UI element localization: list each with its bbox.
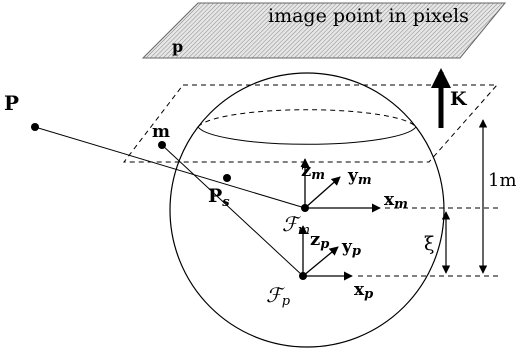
unit-sphere — [169, 72, 445, 348]
label-yp: yp — [341, 237, 361, 259]
image-plane — [141, 2, 507, 59]
point-m — [158, 141, 166, 149]
image-plane-caption: image point in pixels — [268, 5, 469, 27]
label-ym: ym — [347, 166, 372, 188]
label-xm: xm — [384, 190, 408, 212]
point-Ps — [223, 174, 231, 182]
label-xp: xp — [354, 280, 373, 302]
dashed-plane — [122, 84, 499, 163]
label-zp: zp — [310, 229, 329, 252]
ray-P-to-Fm — [34, 126, 306, 209]
point-P — [31, 123, 39, 131]
sphere-latitude-back — [197, 109, 417, 128]
label-p-image: p — [172, 37, 183, 56]
label-Fm: ℱm — [282, 212, 310, 238]
label-K: K — [450, 88, 468, 110]
ray-m-to-Fp — [161, 144, 304, 277]
axis-yp — [302, 246, 339, 277]
label-1m: 1m — [488, 170, 516, 191]
label-zm: zm — [301, 160, 325, 183]
label-xi: ξ — [424, 233, 434, 255]
label-Fp: ℱp — [266, 283, 291, 309]
sphere-latitude-front — [197, 126, 417, 145]
label-P: P — [4, 91, 19, 115]
axis-ym — [304, 176, 341, 209]
label-m: m — [152, 122, 170, 142]
label-Ps: Ps — [208, 185, 230, 210]
